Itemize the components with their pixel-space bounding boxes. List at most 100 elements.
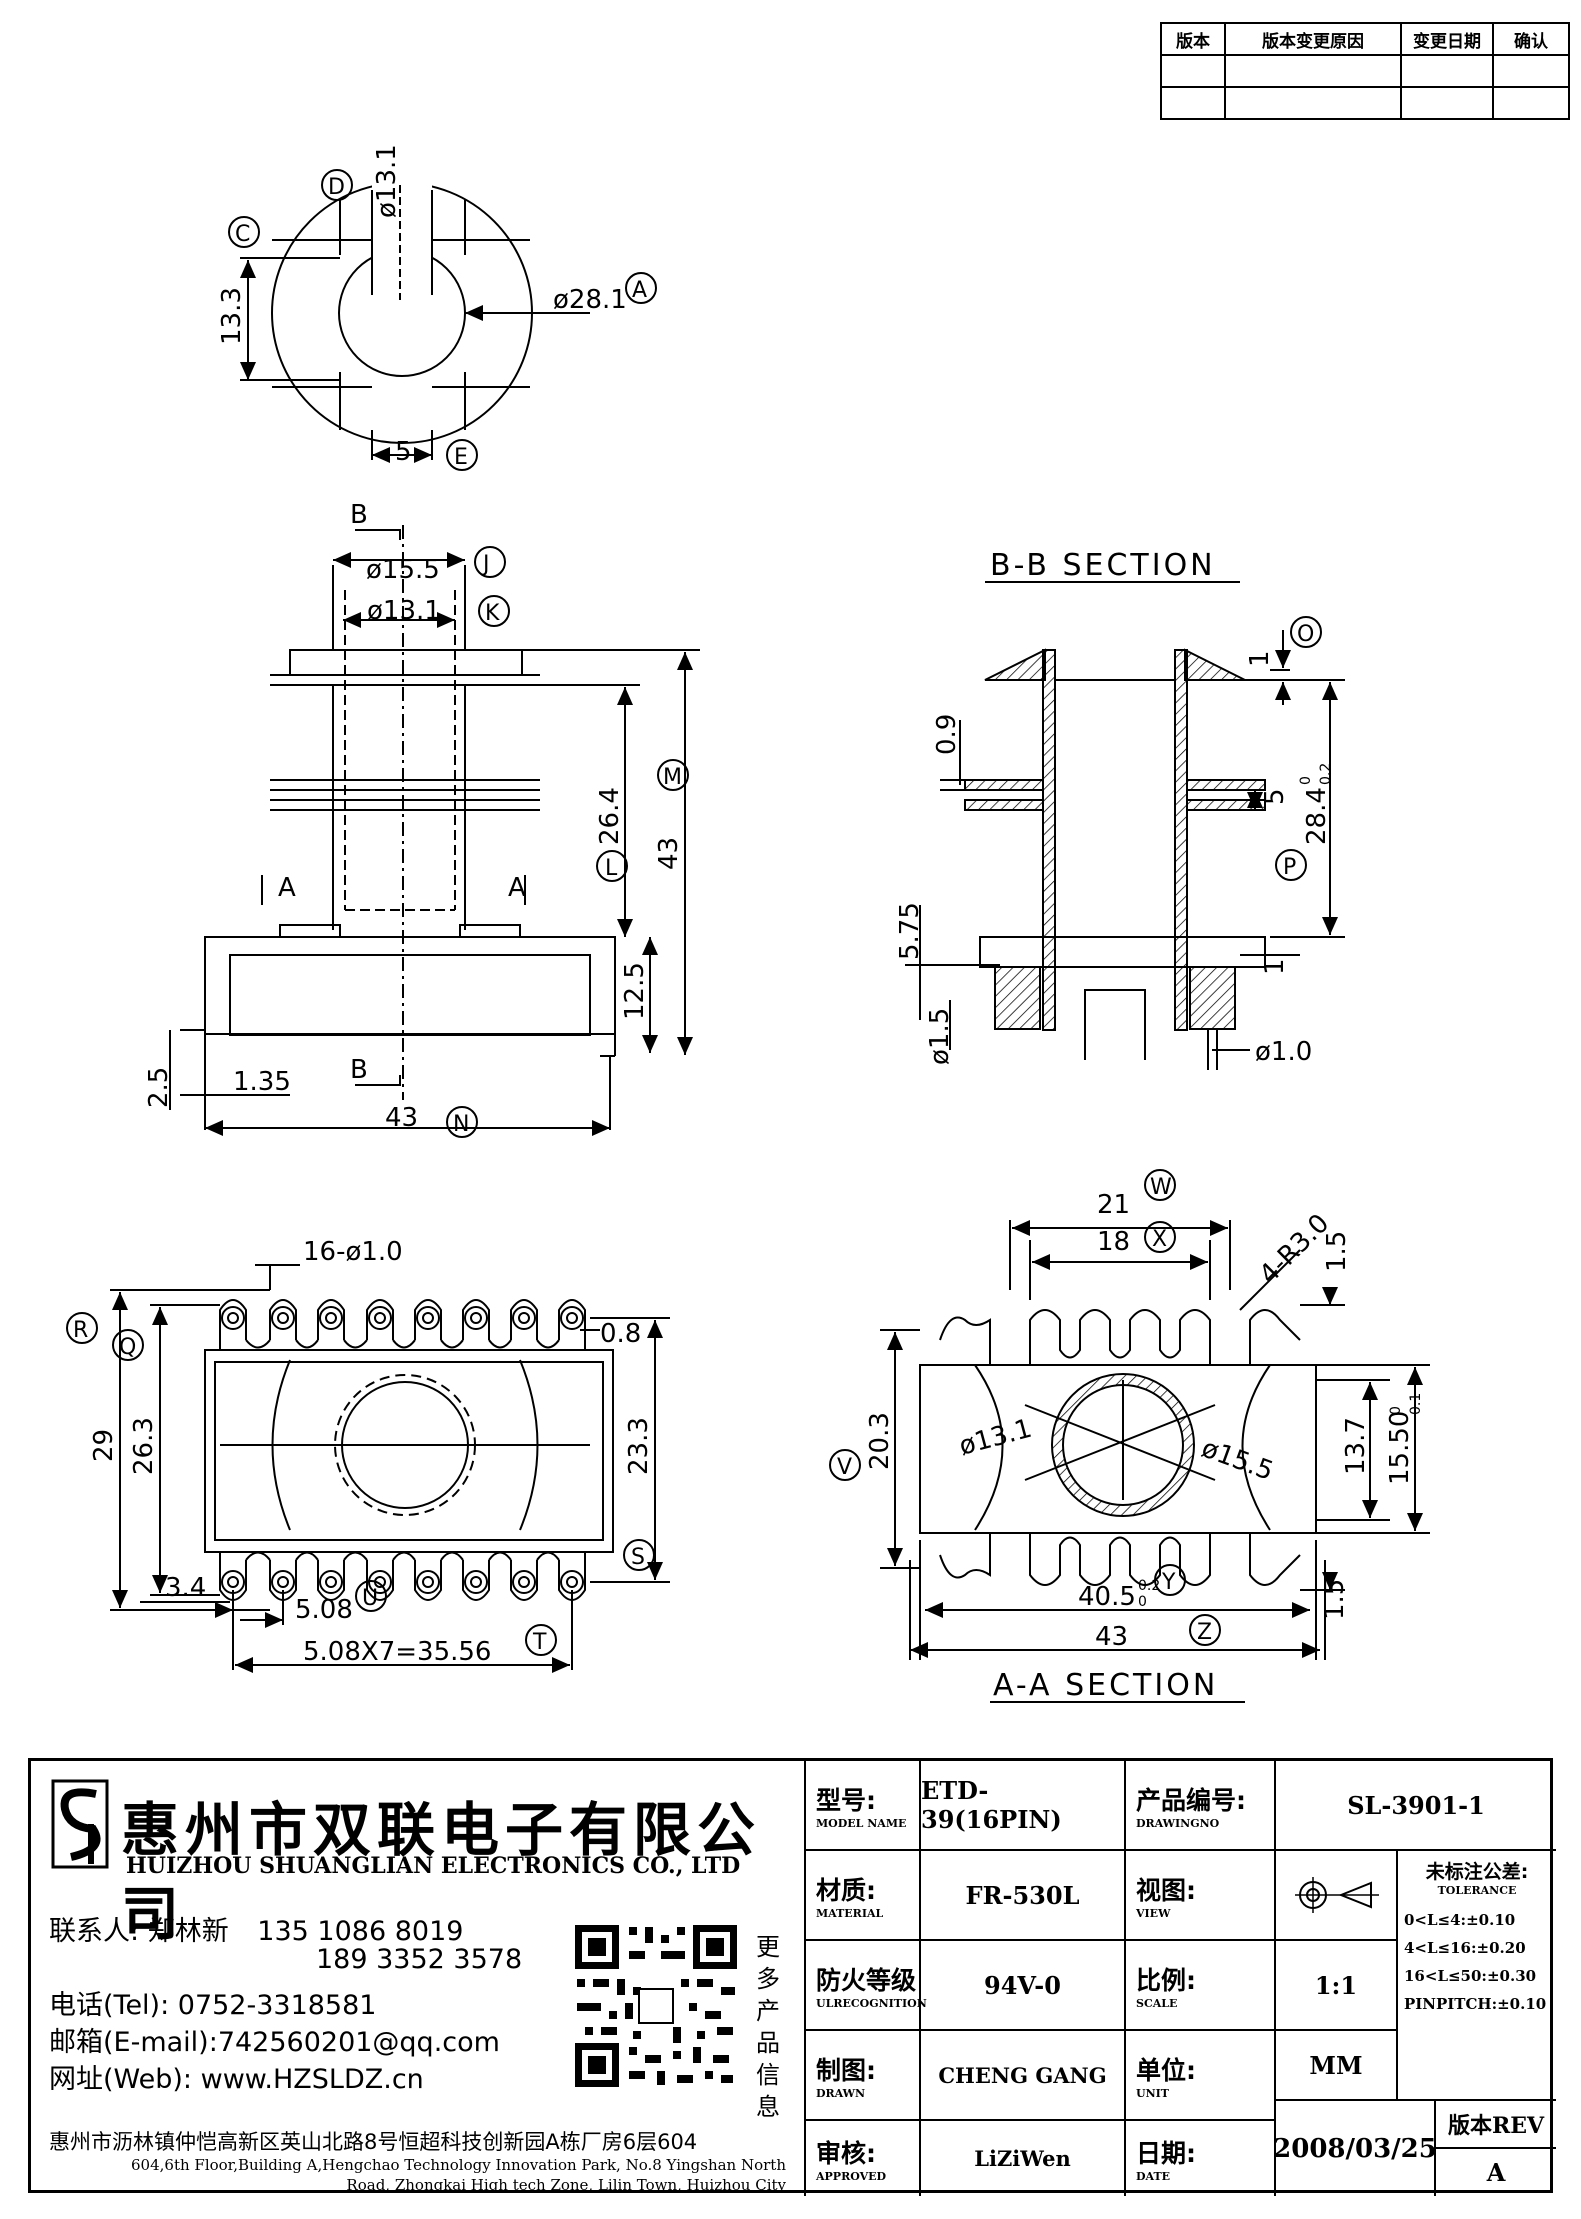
- tolerance-pin-pitch: PINPITCH:±0.10: [1404, 1995, 1547, 2013]
- dim-label: 43: [385, 1103, 418, 1133]
- drawing-number: SL-3901-1: [1274, 1761, 1556, 1851]
- company-name-cn: 惠州市双联电子有限公司: [121, 1796, 762, 1948]
- callout-label: V: [837, 1455, 852, 1480]
- dim-label: ø15.5: [366, 555, 440, 585]
- dim-label: 5.08X7=35.56: [303, 1637, 491, 1667]
- drawn-label-cell: 制图: DRAWN: [804, 2031, 919, 2121]
- approved-label: 审核:: [816, 2139, 876, 2168]
- callout-label: S: [631, 1545, 645, 1570]
- callout-label: U: [362, 1586, 378, 1611]
- section-mark: A: [508, 873, 526, 903]
- dim-label: 21: [1097, 1190, 1130, 1220]
- unit-label: 单位:: [1136, 2055, 1196, 2085]
- phone-1: 135 1086 8019: [257, 1916, 464, 1947]
- rev-cell: [1492, 86, 1570, 120]
- top-view: ø13.1 ø28.1 13.3 5 D C A E: [217, 144, 657, 471]
- model-label-en: MODEL NAME: [816, 1816, 907, 1830]
- scale-label-cell: 比例: SCALE: [1124, 1941, 1274, 2031]
- dim-label: 13.3: [217, 287, 247, 345]
- section-title: A-A SECTION: [993, 1668, 1218, 1703]
- callout-label: C: [235, 222, 250, 247]
- fire-label-cell: 防火等级 ULRECOGNITION: [804, 1941, 927, 2031]
- rev-cell: [1224, 86, 1402, 120]
- dim-label: 0.2: [1318, 763, 1334, 785]
- tel-line: 电话(Tel): 0752-3318581: [49, 1990, 377, 2021]
- dim-label: 20.3: [865, 1412, 895, 1470]
- dim-label: 23.3: [624, 1417, 654, 1475]
- rev-header-confirm: 确认: [1492, 22, 1570, 56]
- section-mark: B: [350, 1055, 368, 1085]
- section-title: B-B SECTION: [990, 548, 1216, 583]
- callout-label: Y: [1161, 1570, 1176, 1595]
- dim-label: 13.7: [1341, 1417, 1371, 1475]
- callout-label: X: [1152, 1227, 1167, 1252]
- phone-2: 189 3352 3578: [316, 1944, 523, 1975]
- date-label-en: DATE: [1136, 2170, 1171, 2183]
- callout-label: W: [1150, 1175, 1172, 1200]
- dim-label: 0.1: [1408, 1393, 1424, 1415]
- approved-label-en: APPROVED: [816, 2170, 887, 2183]
- callout-label: A: [632, 278, 647, 303]
- projection-symbol-icon: [1295, 1877, 1379, 1913]
- bottom-view: 16-ø1.0 0.8 29 26.3 23.3 3.4 5.08 5.08X7…: [66, 1237, 670, 1673]
- callout-label: E: [454, 445, 468, 470]
- qr-code-icon: [571, 1921, 741, 2091]
- material-value: FR-530L: [919, 1851, 1124, 1941]
- dim-label: 26.4: [595, 787, 625, 845]
- rev-header-version: 版本: [1160, 22, 1226, 56]
- web-line: 网址(Web): www.HZSLDZ.cn: [49, 2064, 424, 2095]
- dim-label: 0: [1388, 1406, 1404, 1415]
- dim-label: 1.5: [1320, 1579, 1350, 1620]
- callout-label: Z: [1197, 1620, 1212, 1645]
- dim-label: ø28.1: [553, 285, 627, 315]
- section-mark: A: [278, 873, 296, 903]
- callout-label: R: [73, 1318, 88, 1343]
- drawing-label-en: DRAWINGNO: [1136, 1816, 1220, 1830]
- callout-label: M: [663, 765, 682, 790]
- rev-header-date: 变更日期: [1400, 22, 1494, 56]
- dim-label: 0: [1138, 1594, 1147, 1610]
- dim-label: 1: [1260, 958, 1290, 975]
- drawing-label-cell: 产品编号: DRAWINGNO: [1124, 1761, 1274, 1851]
- pin-row-top: [219, 1299, 586, 1350]
- dim-label: ø13.1: [367, 596, 441, 626]
- scale-value: 1:1: [1274, 1941, 1396, 2031]
- dim-label: 0: [1298, 776, 1314, 785]
- dim-label: 28.4: [1302, 787, 1332, 845]
- fire-rating: 94V-0: [919, 1941, 1124, 2031]
- address-en-2: Road, Zhongkai High tech Zone, Lilin Tow…: [346, 2176, 786, 2194]
- dim-label: 5: [1260, 788, 1290, 805]
- dim-label: 3.4: [165, 1573, 206, 1603]
- dim-label: ø1.5: [925, 1008, 955, 1065]
- approved-by: LiZiWen: [919, 2121, 1124, 2196]
- material-label-en: MATERIAL: [816, 1906, 884, 1920]
- view-label: 视图:: [1136, 1875, 1196, 1905]
- callout-label: O: [1297, 622, 1314, 647]
- rev-header-reason: 版本变更原因: [1224, 22, 1402, 56]
- revision-table: 版本 版本变更原因 变更日期 确认: [1160, 22, 1570, 120]
- callout-label: N: [453, 1112, 469, 1137]
- unit-label-en: UNIT: [1136, 2086, 1169, 2100]
- dim-label: 1.35: [233, 1067, 291, 1097]
- aa-pin-slots-bottom: [939, 1533, 1301, 1586]
- dim-label: 18: [1097, 1227, 1130, 1257]
- approved-label-cell: 审核: APPROVED: [804, 2121, 919, 2196]
- contact-line: 联系人: 郑林新 135 1086 8019: [49, 1909, 463, 1948]
- bb-section-view: B-B SECTION 1 0.9 5 28.4 0 0.2 5.75: [895, 548, 1345, 1070]
- unit-label-cell: 单位: UNIT: [1124, 2031, 1274, 2121]
- dim-label: 29: [89, 1429, 119, 1462]
- dim-label: 12.5: [620, 962, 650, 1020]
- dim-label: 0.9: [932, 714, 962, 755]
- title-block: 惠州市双联电子有限公司 HUIZHOU SHUANGLIAN ELECTRONI…: [28, 1758, 1556, 2196]
- model-value: ETD-39(16PIN): [919, 1761, 1124, 1851]
- callout-label: J: [481, 552, 490, 577]
- callout-label: K: [485, 601, 500, 626]
- scale-label: 比例:: [1136, 1965, 1196, 1995]
- dim-label: 5.75: [895, 902, 925, 960]
- email-line: 邮箱(E-mail):742560201@qq.com: [49, 2027, 500, 2058]
- rev-cell: [1492, 54, 1570, 88]
- callout-label: Q: [119, 1335, 136, 1360]
- tolerance-cell: 未标注公差: TOLERANCE 0<L≤4:±0.10 4<L≤16:±0.2…: [1396, 1851, 1556, 2101]
- title-block-grid: 型号: MODEL NAME ETD-39(16PIN) 产品编号: DRAWI…: [804, 1761, 1556, 2196]
- dim-label: 15.50: [1385, 1411, 1415, 1485]
